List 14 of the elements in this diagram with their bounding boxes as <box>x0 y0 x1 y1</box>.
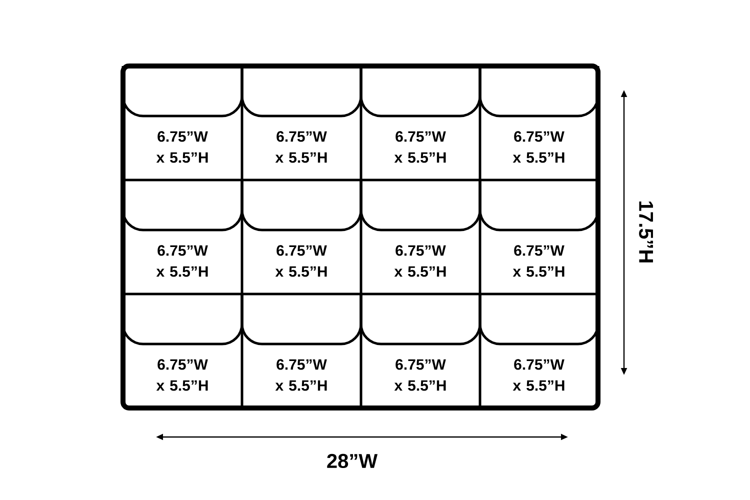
pocket: 6.75”W x 5.5”H <box>240 294 362 391</box>
dimension-label: 28”W <box>327 454 378 468</box>
pocket: 6.75”W x 5.5”H <box>478 66 600 163</box>
pocket: 6.75”W x 5.5”H <box>360 294 482 391</box>
pocket: 6.75”W x 5.5”H <box>240 180 362 277</box>
pocket: 6.75”W x 5.5”H <box>478 180 600 277</box>
pocket: 6.75”W x 5.5”H <box>360 66 482 163</box>
pocket: 6.75”W x 5.5”H <box>240 66 362 163</box>
pocket: 6.75”W x 5.5”H <box>122 66 244 163</box>
dimension-label: 17.5”H <box>639 202 653 262</box>
pocket: 6.75”W x 5.5”H <box>360 180 482 277</box>
pocket: 6.75”W x 5.5”H <box>478 294 600 391</box>
pocket: 6.75”W x 5.5”H <box>122 180 244 277</box>
pocket: 6.75”W x 5.5”H <box>122 294 244 391</box>
